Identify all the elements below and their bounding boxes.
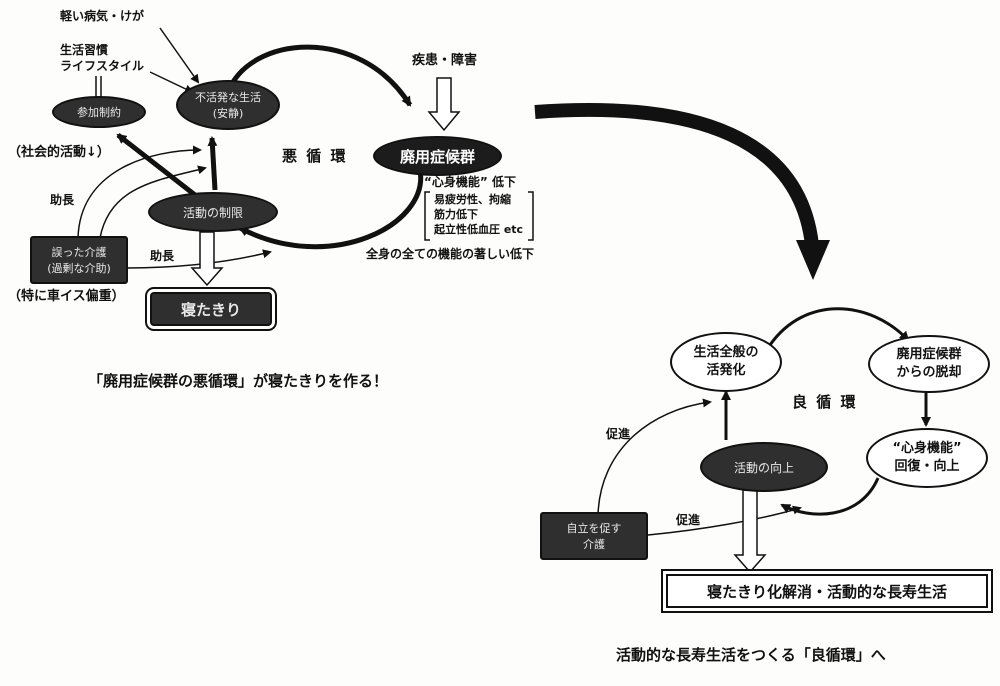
node-wrong-care-label-2: (過剰な介助)	[47, 262, 111, 275]
node-wrong-care-label-1: 誤った介護	[51, 246, 107, 259]
cause-lifestyle-label-1: 生活習慣	[60, 43, 109, 57]
node-participation: 参加制約	[52, 96, 146, 128]
transition-arrow	[534, 102, 819, 246]
vicious-cycle-label: 悪 循 環	[282, 147, 348, 165]
promote-label-2: 助長	[150, 249, 175, 263]
node-participation-label: 参加制約	[77, 106, 121, 119]
virtuous-caption: 活動的な長寿生活をつくる「良循環」へ	[616, 646, 886, 664]
node-escape-disuse-label: 廃用症候群からの脱却	[896, 347, 962, 380]
cause-illness-arrow	[159, 27, 200, 84]
promote-label-1: 助長	[50, 193, 75, 207]
disease-hollow-arrow	[427, 77, 461, 132]
bracket-item-3: 起立性低血圧 etc	[434, 223, 524, 236]
bracket-right	[528, 191, 534, 241]
overall-decline-label: 全身の全ての機能の著しい低下	[366, 247, 535, 261]
mind-body-drop: 低下	[491, 175, 516, 189]
result-box-label: 寝たきり化解消・活動的な長寿生活	[706, 582, 947, 601]
node-independent-care-label-2: 介護	[583, 538, 605, 551]
node-life-activation: 生活全般の活発化	[670, 332, 782, 392]
virtuous-cycle-label: 良 循 環	[792, 393, 858, 411]
virtuous-promote-arrow-1	[597, 398, 712, 516]
promote-arrow-2	[99, 165, 207, 239]
node-life-activation-label: 生活全般の活発化	[693, 345, 759, 378]
cause-lifestyle-arrow	[149, 71, 194, 94]
vicious-diagonal-arrow	[116, 133, 197, 197]
node-independent-care-label-1: 自立を促す	[566, 522, 622, 535]
node-activity-limit: 活動の制限	[148, 192, 278, 232]
node-bedridden: 寝たきり	[150, 292, 272, 326]
cause-illness-label: 軽い病気・けが	[60, 9, 145, 23]
promote-arrow-3	[124, 249, 272, 269]
virtuous-top-arrow	[768, 307, 910, 346]
vicious-caption: 「廃用症候群の悪循環」が寝たきりを作る！	[88, 372, 389, 390]
node-independent-care: 自立を促す 介護	[540, 512, 648, 560]
bracket-item-2: 筋力低下	[434, 208, 478, 221]
disease-label: 疾患・障害	[412, 53, 478, 68]
vicious-loop-top-arrow	[225, 44, 413, 107]
node-activity-improve: 活動の向上	[700, 442, 828, 492]
mind-body-quote: “心身機能”	[424, 175, 488, 189]
node-inactive-label-2: (安静)	[212, 107, 244, 120]
vicious-loop-left-arrow	[207, 136, 218, 191]
result-hollow-arrow	[733, 489, 767, 574]
promote-arrow-1	[77, 145, 202, 239]
node-escape-disuse: 廃用症候群からの脱却	[868, 335, 990, 393]
virtuous-promote-arrow-2	[647, 505, 802, 536]
mind-body-decline: “心身機能” 低下	[424, 175, 516, 190]
vicious-loop-right-arrow	[238, 169, 424, 250]
bracket-item-1: 易疲労性、拘縮	[434, 193, 511, 206]
node-disuse-syndrome: 廃用症候群	[373, 136, 502, 176]
social-activity-label: （社会的活動↓）	[8, 145, 110, 160]
bracket-left	[424, 191, 430, 241]
virtuous-promote-label-1: 促進	[606, 427, 631, 441]
node-disuse-label: 廃用症候群	[399, 147, 475, 166]
result-box: 寝たきり化解消・活動的な長寿生活	[666, 574, 988, 608]
cause-lifestyle-label-2: ライフスタイル	[60, 59, 145, 73]
wheelchair-note: （特に車イス偏重）	[8, 289, 125, 304]
node-activity-improve-label: 活動の向上	[733, 460, 794, 475]
node-inactive-label-1: 不活発な生活	[195, 91, 261, 104]
bedridden-hollow-arrow	[190, 231, 224, 287]
node-mind-body-recovery-label: “心身機能”回復・向上	[892, 441, 962, 474]
node-mind-body-recovery: “心身機能”回復・向上	[866, 428, 988, 488]
virtuous-promote-label-2: 促進	[676, 513, 701, 527]
node-wrong-care: 誤った介護 (過剰な介助)	[30, 236, 128, 284]
node-activity-limit-label: 活動の制限	[182, 205, 243, 220]
node-bedridden-label: 寝たきり	[180, 300, 241, 319]
node-inactive-life: 不活発な生活 (安静)	[176, 80, 280, 130]
